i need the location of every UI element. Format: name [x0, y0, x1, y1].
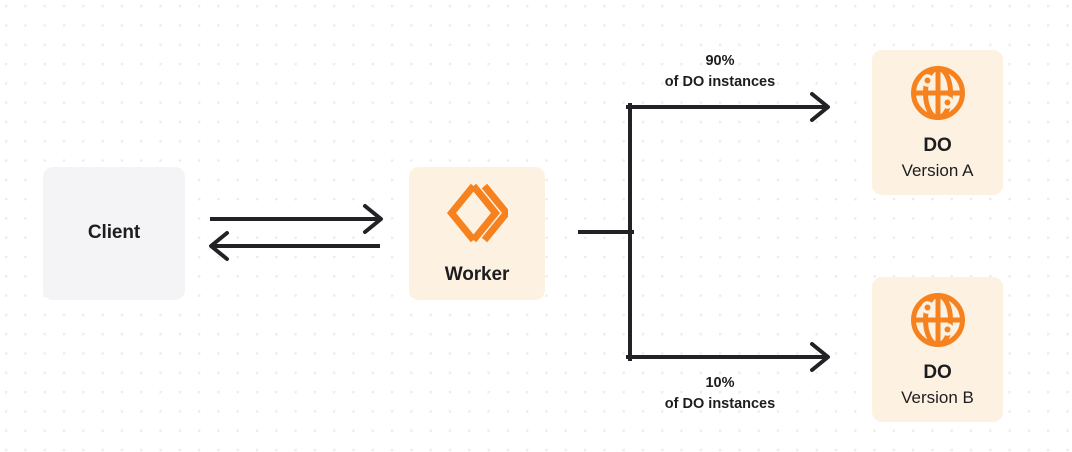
- node-do-version-a: DO Version A: [872, 50, 1003, 195]
- node-do-b-sublabel: Version B: [901, 387, 974, 407]
- edge-label-do-b-description: of DO instances: [664, 396, 776, 413]
- edge-worker-branch-trunk: [578, 103, 634, 361]
- edge-label-do-a-percent: 90%: [705, 53, 735, 69]
- edge-branch-to-do-a: [626, 92, 830, 122]
- node-do-b-label: DO: [923, 361, 952, 383]
- edge-worker-to-client: [209, 231, 380, 261]
- node-client-label: Client: [87, 222, 141, 244]
- node-client: Client: [43, 167, 185, 300]
- edge-branch-to-do-b: [626, 342, 830, 372]
- cloudflare-workers-icon: [446, 181, 512, 245]
- node-worker: Worker: [409, 167, 545, 300]
- edge-label-do-a-description: of DO instances: [664, 74, 776, 91]
- edge-label-do-b: 10% of DO instances: [602, 373, 838, 415]
- globe-icon: [909, 64, 967, 122]
- node-worker-label: Worker: [444, 264, 510, 286]
- node-do-a-sublabel: Version A: [901, 160, 974, 180]
- globe-icon: [909, 291, 967, 349]
- node-do-version-b: DO Version B: [872, 277, 1003, 422]
- edge-client-to-worker: [210, 204, 383, 234]
- node-do-a-label: DO: [923, 134, 952, 156]
- edge-label-do-a: 90% of DO instances: [602, 51, 838, 93]
- edge-label-do-b-percent: 10%: [705, 375, 735, 391]
